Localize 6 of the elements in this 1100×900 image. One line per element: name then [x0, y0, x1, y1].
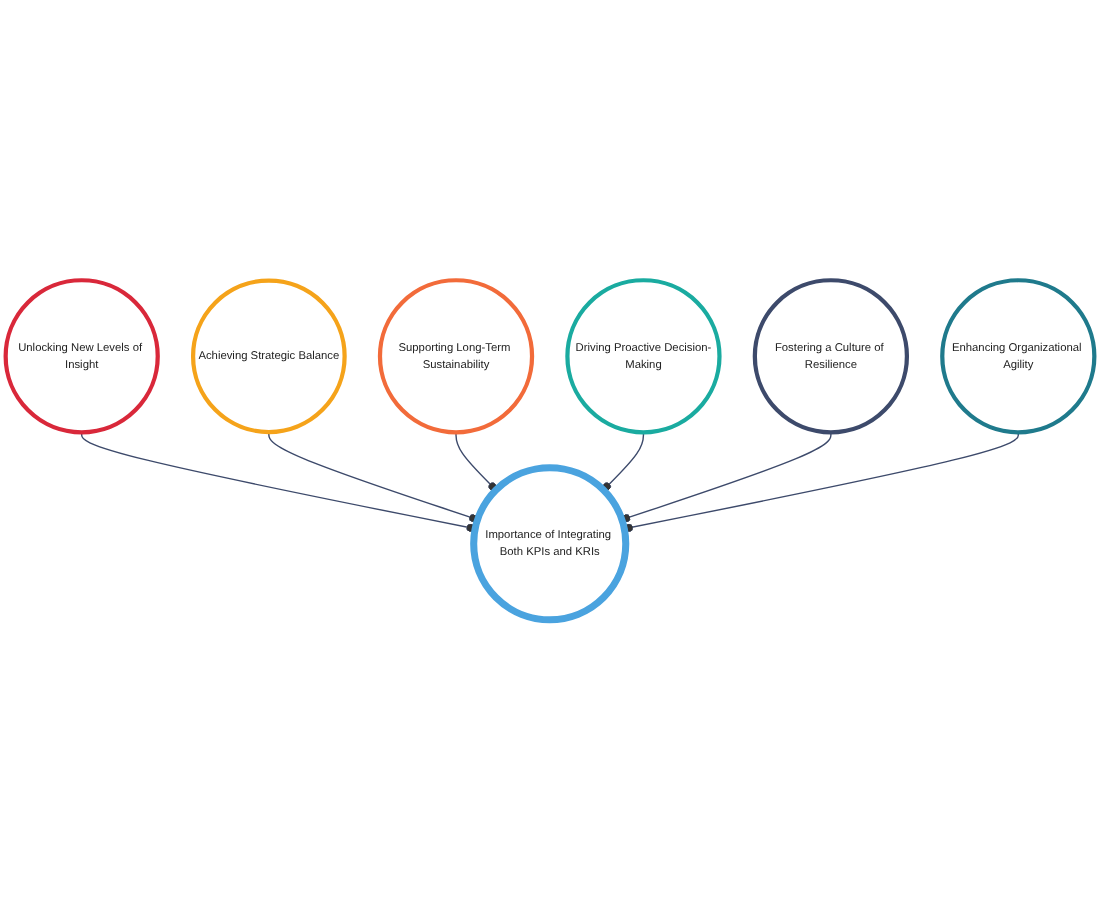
- connector: [623, 431, 1019, 533]
- connector: [602, 431, 645, 491]
- connector: [621, 431, 832, 523]
- connector: [81, 431, 476, 533]
- connector: [455, 431, 497, 491]
- connector: [268, 431, 479, 523]
